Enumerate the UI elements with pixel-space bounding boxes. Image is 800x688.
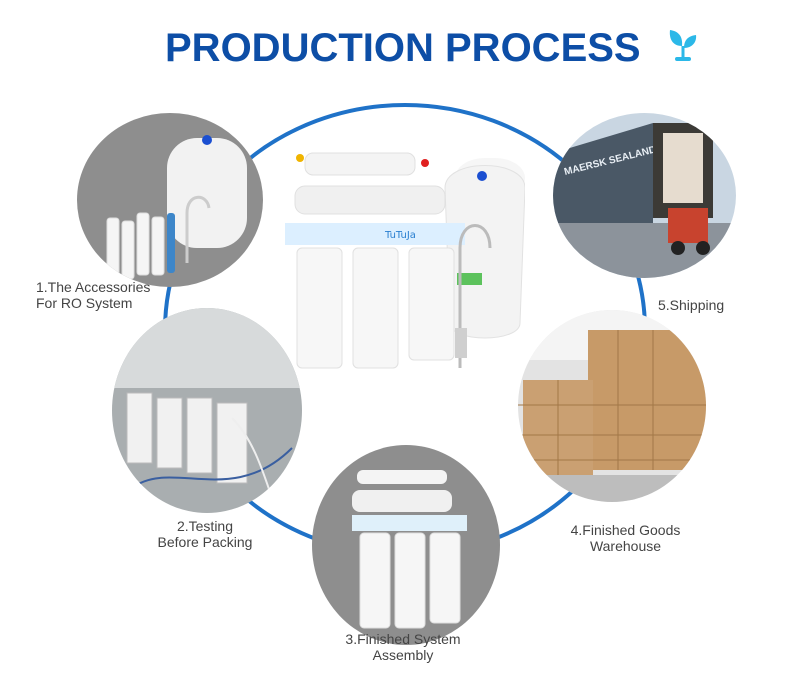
step-1-label: 1.The Accessories For RO System [36,279,150,311]
step-2-testing-image [112,308,302,513]
step-4-warehouse-image [518,310,706,502]
ro-system-product-image: TuTuJa [285,148,525,373]
step-3-assembly-image [312,445,500,645]
step-4-label: 4.Finished Goods Warehouse [548,522,703,554]
step-1-accessories-image [77,113,263,287]
step-5-label: 5.Shipping [658,297,725,313]
brand-label: TuTuJa [384,230,416,241]
step-3-label-line2: Assembly [372,647,434,663]
step-3-label-line1: 3.Finished System [345,631,461,647]
page-title: PRODUCTION PROCESS [165,26,641,70]
sprout-icon [668,26,698,62]
step-1-label-line1: 1.The Accessories [36,279,151,295]
step-2-label-line1: 2.Testing [176,518,234,534]
step-2-label: 2.Testing Before Packing [140,518,270,550]
step-4-label-line1: 4.Finished Goods [570,522,681,538]
step-2-label-line2: Before Packing [157,534,253,550]
step-4-label-line2: Warehouse [589,538,662,554]
step-3-label: 3.Finished System Assembly [328,631,478,663]
step-1-label-line2: For RO System [36,295,133,311]
step-5-shipping-image: MAERSK SEALAND [553,113,736,278]
